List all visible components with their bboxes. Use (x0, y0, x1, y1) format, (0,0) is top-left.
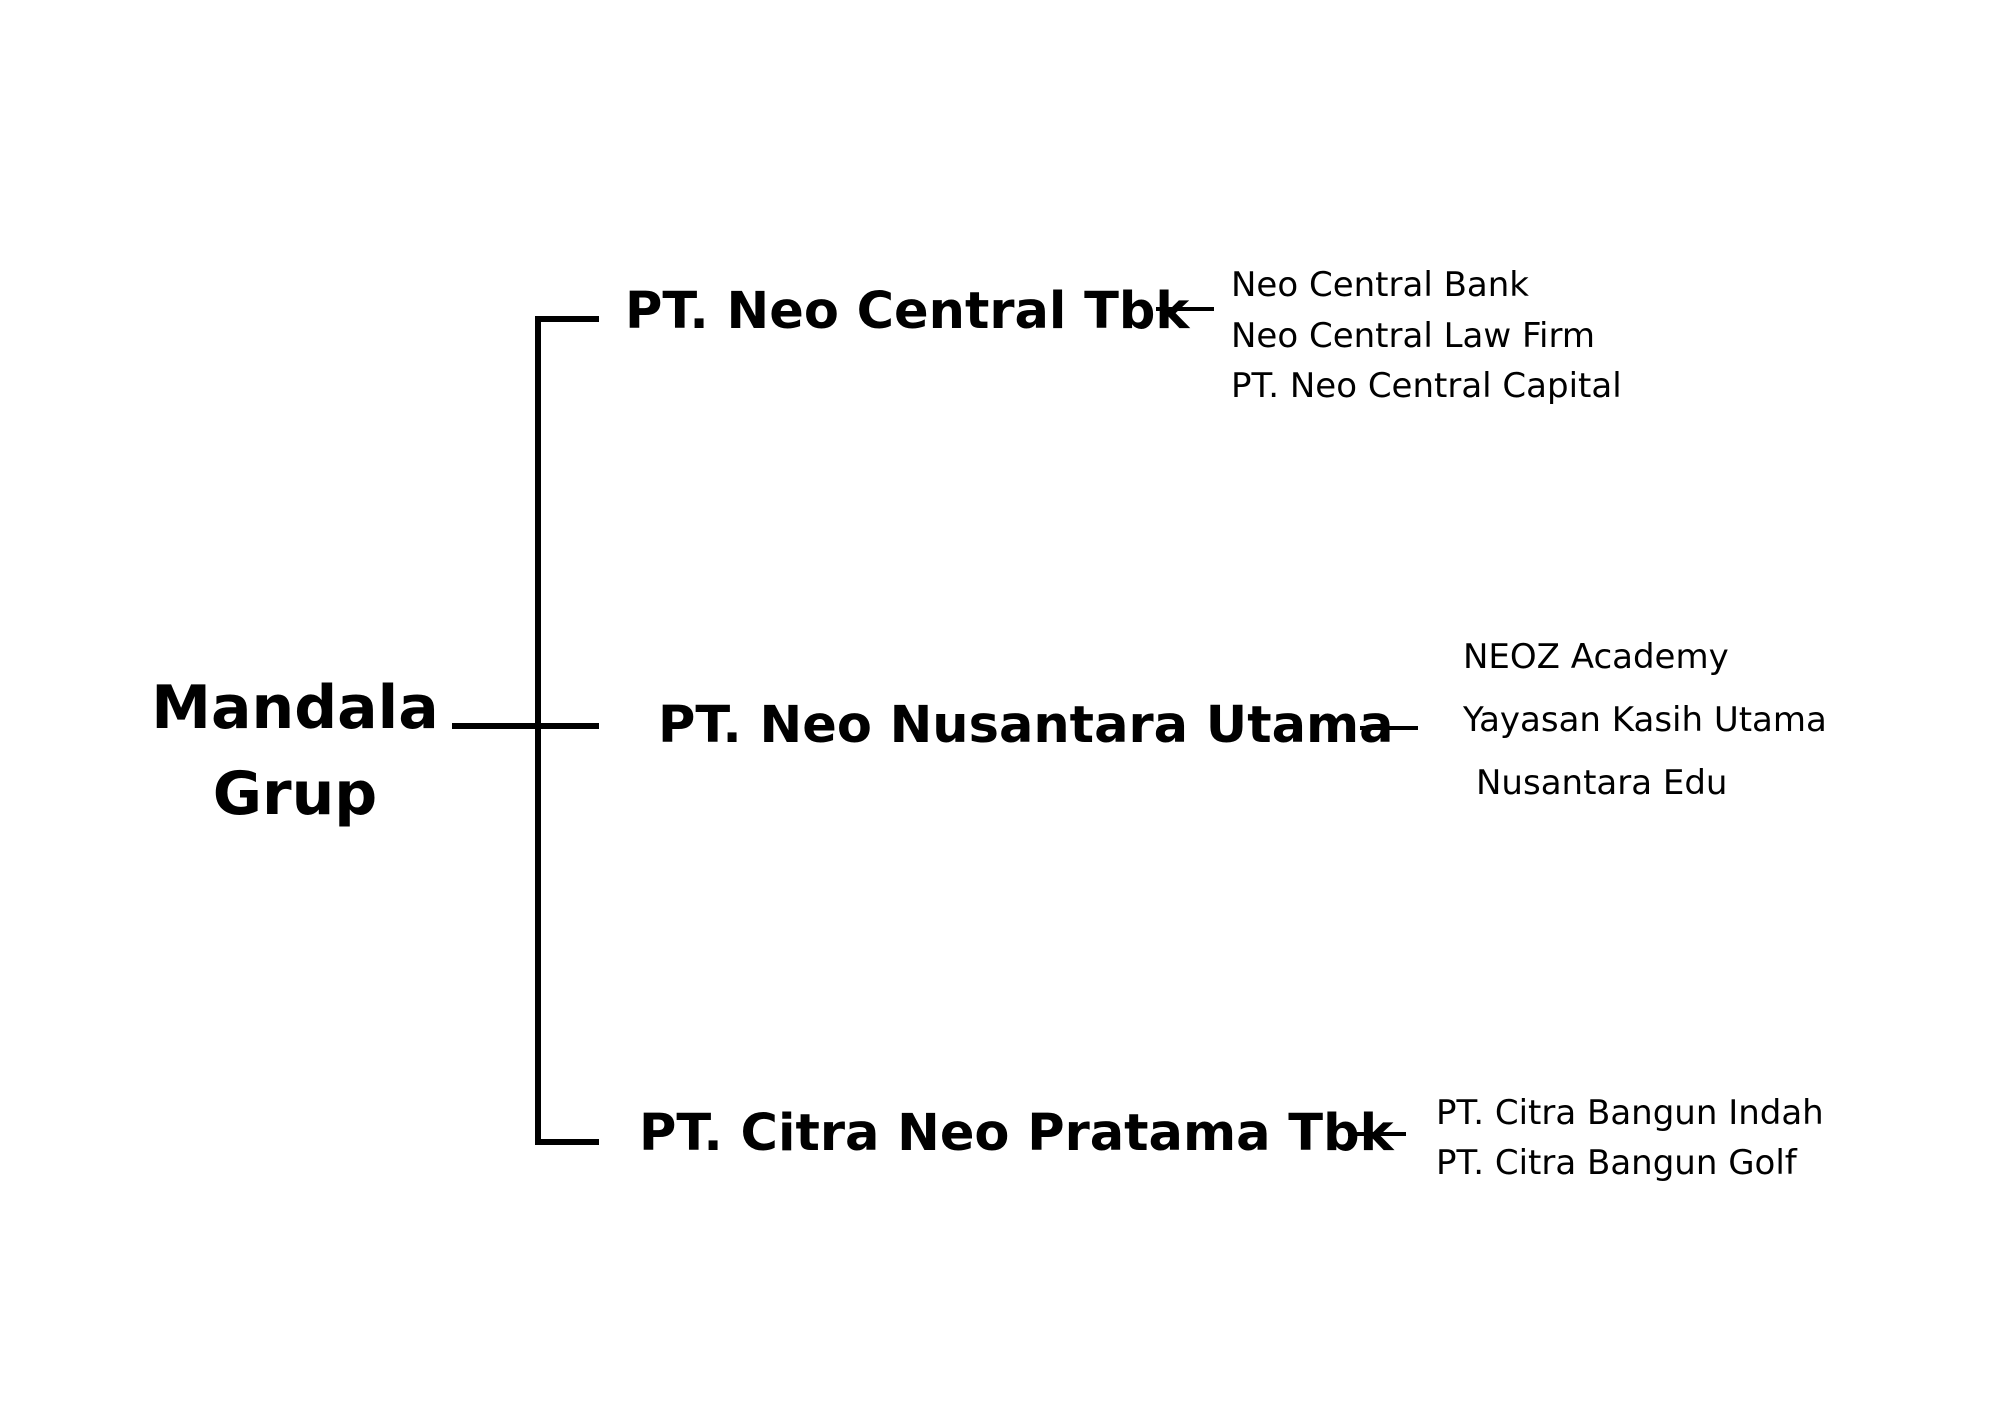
company-neo-nusantara: PT. Neo Nusantara Utama (658, 696, 1394, 755)
subsidiary-neo-central-capital: PT. Neo Central Capital (1231, 366, 1622, 406)
branch-line-3 (535, 1139, 599, 1145)
company-citra-neo-pratama: PT. Citra Neo Pratama Tbk (639, 1104, 1394, 1163)
sub-connector-2 (1360, 726, 1418, 730)
root-connector (452, 723, 599, 729)
sub-connector-3 (1348, 1132, 1406, 1136)
trunk-line (535, 316, 541, 1145)
subsidiary-yayasan-kasih-utama: Yayasan Kasih Utama (1463, 700, 1827, 740)
sub-connector-1 (1156, 307, 1214, 311)
root-title-line-1: Mandala (151, 673, 439, 743)
subsidiary-neoz-academy: NEOZ Academy (1463, 637, 1729, 677)
subsidiary-nusantara-edu: Nusantara Edu (1476, 763, 1728, 803)
branch-line-1 (535, 316, 599, 322)
root-node: Mandala Grup (120, 665, 470, 837)
subsidiary-neo-central-law-firm: Neo Central Law Firm (1231, 316, 1595, 356)
root-title-line-2: Grup (212, 759, 378, 829)
company-neo-central: PT. Neo Central Tbk (625, 282, 1190, 341)
subsidiary-citra-bangun-golf: PT. Citra Bangun Golf (1436, 1143, 1797, 1183)
subsidiary-neo-central-bank: Neo Central Bank (1231, 265, 1529, 305)
subsidiary-citra-bangun-indah: PT. Citra Bangun Indah (1436, 1093, 1824, 1133)
